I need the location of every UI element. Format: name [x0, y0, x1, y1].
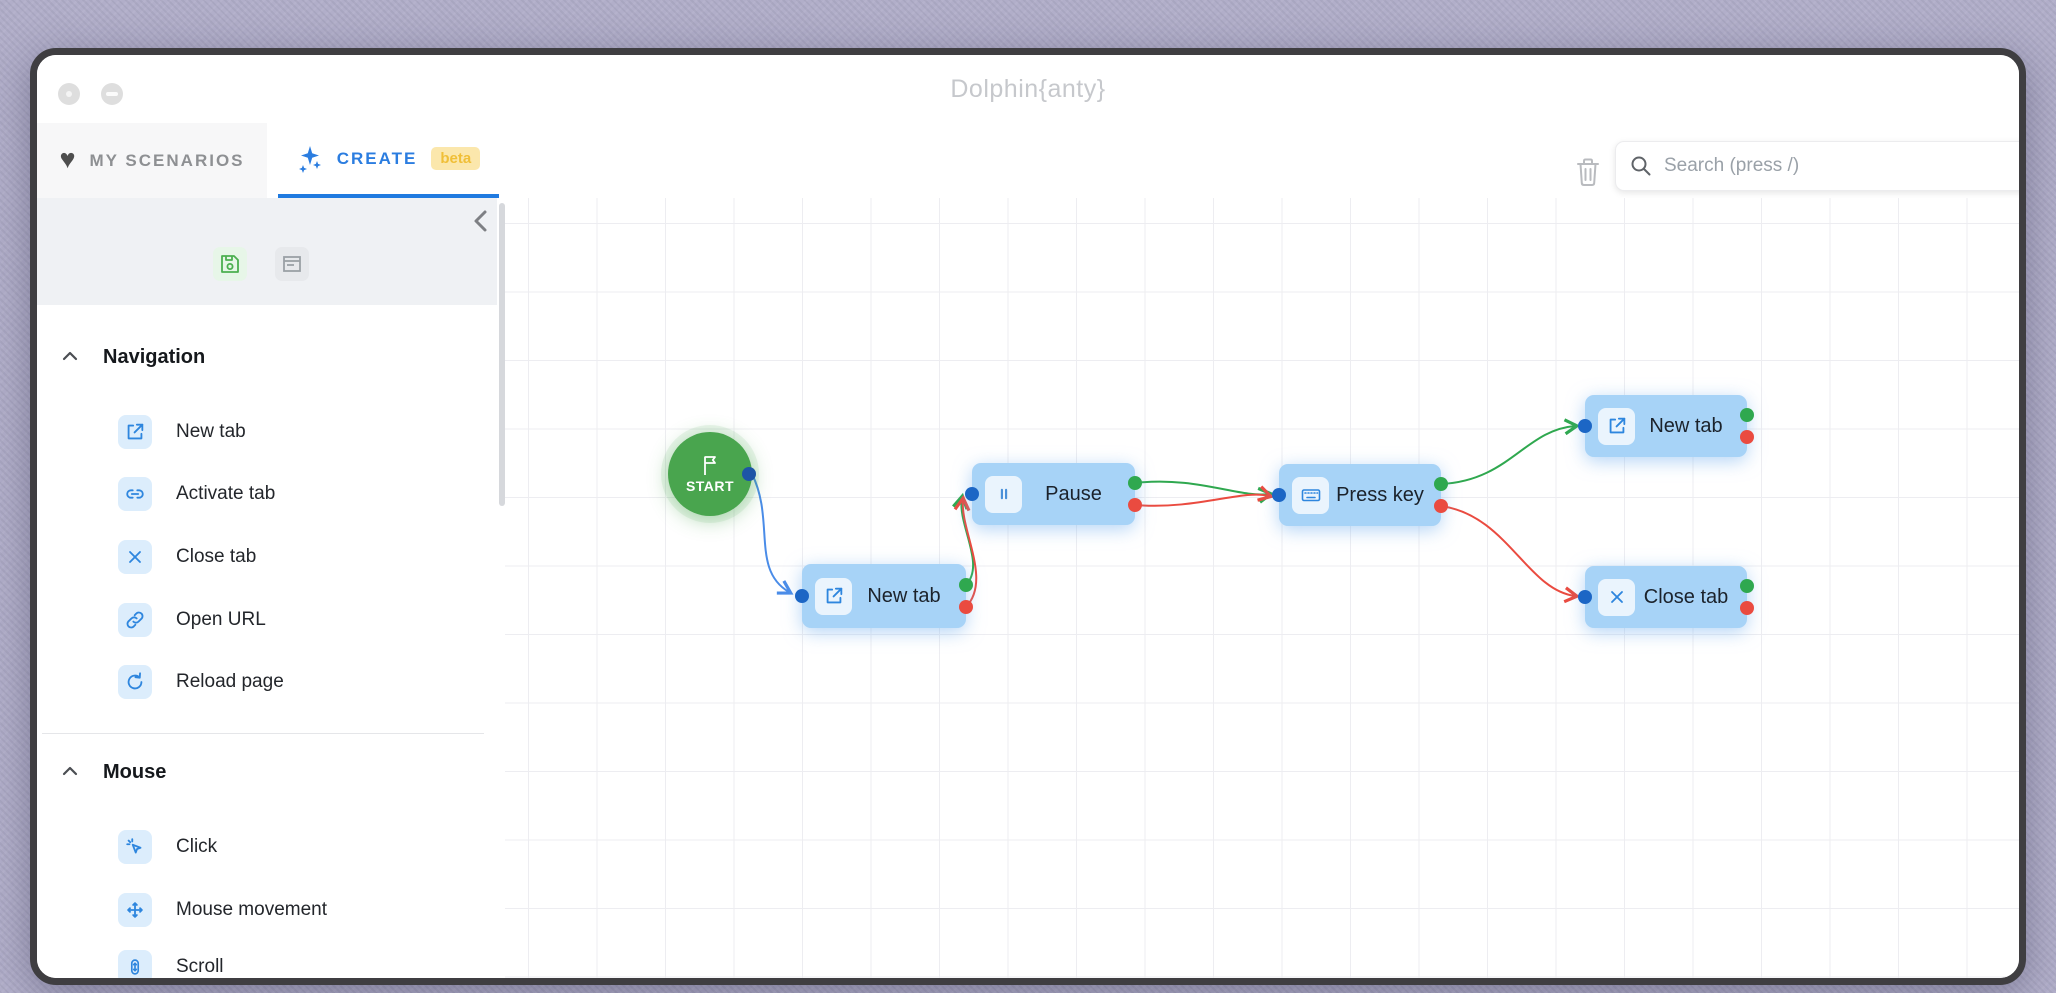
port-input[interactable]	[1272, 488, 1286, 502]
sidebar-item-scroll[interactable]: Scroll	[118, 950, 224, 978]
sidebar-item-mouse-movement[interactable]: Mouse movement	[118, 893, 327, 927]
port-success[interactable]	[1128, 476, 1142, 490]
port-output[interactable]	[742, 467, 756, 481]
flag-icon	[700, 454, 720, 476]
section-title-navigation: Navigation	[103, 346, 206, 368]
port-success[interactable]	[1740, 579, 1754, 593]
app-window: Dolphin{anty} ♥ MY SCENARIOS CREATE beta	[30, 48, 2026, 985]
tab-create-label: CREATE	[336, 148, 418, 168]
port-error[interactable]	[1740, 601, 1754, 615]
sidebar-item-click[interactable]: Click	[118, 830, 217, 864]
node-pause[interactable]: Pause	[965, 463, 1142, 525]
section-navigation-caret-icon[interactable]	[62, 350, 78, 362]
section-divider	[42, 733, 484, 734]
edge-pause-error-to-press-key[interactable]	[1134, 485, 1274, 507]
section-mouse-caret-icon[interactable]	[62, 765, 78, 777]
save-icon[interactable]	[213, 247, 247, 281]
port-success[interactable]	[959, 578, 973, 592]
app-title: Dolphin{anty}	[950, 74, 1106, 103]
new-tab-icon	[1598, 407, 1635, 445]
node-close-tab[interactable]: Close tab	[1578, 566, 1754, 628]
port-success[interactable]	[1740, 408, 1754, 422]
new-tab-icon	[815, 577, 852, 615]
keyboard-icon	[1292, 476, 1329, 514]
actions-sidebar: Navigation New tab Activate tab Close ta…	[37, 198, 505, 978]
node-press-key[interactable]: Press key	[1272, 464, 1448, 526]
edge-press-key-success-to-new-tab-2[interactable]	[1440, 418, 1581, 485]
sidebar-scrollbar[interactable]	[499, 203, 505, 506]
tab-create[interactable]: CREATE beta	[278, 123, 499, 198]
sparkles-icon	[297, 145, 323, 173]
edges-layer	[751, 418, 1581, 608]
title-bar: Dolphin{anty}	[37, 55, 2019, 124]
activate-tab-icon	[118, 477, 152, 511]
port-error[interactable]	[1434, 499, 1448, 513]
port-input[interactable]	[795, 589, 809, 603]
sidebar-item-close-tab[interactable]: Close tab	[118, 540, 256, 574]
tab-my-scenarios-label: MY SCENARIOS	[89, 150, 245, 170]
sidebar-item-activate-tab[interactable]: Activate tab	[118, 477, 275, 511]
mouse-movement-icon	[118, 893, 152, 927]
node-start[interactable]: START	[668, 432, 756, 516]
window-back-button[interactable]	[58, 83, 80, 105]
port-error[interactable]	[959, 600, 973, 614]
edge-press-key-error-to-close-tab[interactable]	[1440, 505, 1581, 604]
node-new-tab-2[interactable]: New tab	[1578, 395, 1754, 457]
port-input[interactable]	[965, 487, 979, 501]
port-error[interactable]	[1128, 498, 1142, 512]
tab-bar: ♥ MY SCENARIOS CREATE beta	[37, 123, 2019, 198]
edge-new-tab-1-error-to-pause[interactable]	[953, 494, 978, 608]
edge-pause-success-to-press-key[interactable]	[1134, 480, 1275, 504]
edge-start-to-new-tab-1[interactable]	[751, 473, 794, 595]
sidebar-header-panel	[37, 198, 497, 305]
close-tab-icon	[118, 540, 152, 574]
port-success[interactable]	[1434, 477, 1448, 491]
heart-icon: ♥	[59, 143, 76, 174]
beta-badge: beta	[431, 147, 481, 170]
search-input[interactable]	[1662, 154, 2019, 178]
open-url-icon	[118, 603, 152, 637]
new-tab-icon	[118, 415, 152, 449]
log-panel-icon[interactable]	[275, 247, 309, 281]
sidebar-item-new-tab[interactable]: New tab	[118, 415, 246, 449]
sidebar-item-reload-page[interactable]: Reload page	[118, 665, 284, 699]
sidebar-item-open-url[interactable]: Open URL	[118, 603, 266, 637]
reload-page-icon	[118, 665, 152, 699]
port-input[interactable]	[1578, 590, 1592, 604]
click-icon	[118, 830, 152, 864]
trash-icon[interactable]	[1575, 156, 1601, 188]
section-title-mouse: Mouse	[103, 761, 167, 783]
port-input[interactable]	[1578, 419, 1592, 433]
close-tab-icon	[1598, 578, 1635, 616]
window-minimize-button[interactable]	[101, 83, 123, 105]
port-error[interactable]	[1740, 430, 1754, 444]
search-icon	[1630, 155, 1652, 177]
collapse-chevron-icon[interactable]	[469, 208, 493, 234]
search-box	[1615, 141, 2019, 191]
node-new-tab-1[interactable]: New tab	[795, 564, 973, 628]
pause-icon	[985, 475, 1022, 513]
scenario-canvas[interactable]: START New tab Pause	[505, 198, 2019, 978]
scroll-icon	[118, 950, 152, 978]
tab-my-scenarios[interactable]: ♥ MY SCENARIOS	[37, 123, 267, 198]
